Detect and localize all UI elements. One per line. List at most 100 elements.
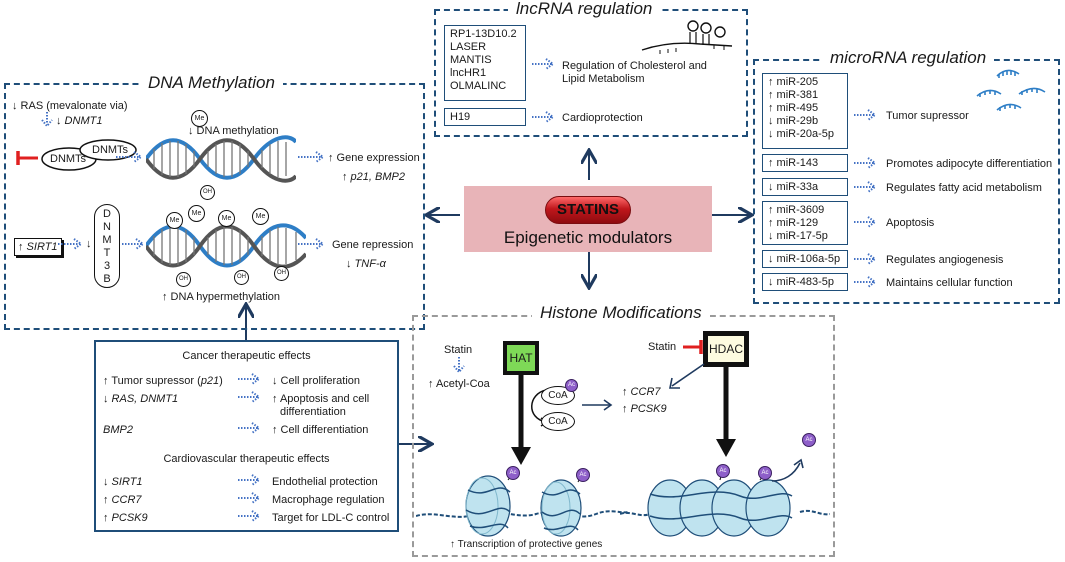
acetyl-group-icon: Ac xyxy=(506,466,520,480)
acetyl-group-icon: Ac xyxy=(716,464,730,478)
dna-methylation-title: DNA Methylation xyxy=(140,73,283,93)
cancer-effect-1: ↓ Cell proliferation xyxy=(272,375,361,387)
dna-helix-icon xyxy=(146,135,296,183)
mir-group-angiogenesis: ↓ miR-106a-5p xyxy=(762,250,848,268)
histone-gene-ccr7: ↑ CCR7 xyxy=(622,386,661,398)
chromatin-compact-icon xyxy=(620,471,830,537)
lncrna-effect-line1: Regulation of Cholesterol and xyxy=(562,60,707,72)
cardio-cause-1: ↓ SIRT1 xyxy=(103,476,143,488)
cardio-title: Cardiovascular therapeutic effects xyxy=(163,453,330,465)
hdac-to-genes-arrow xyxy=(669,363,705,389)
center-subtitle: Epigenetic modulators xyxy=(503,228,673,247)
acetyl-coa-label: ↑ Acetyl-Coa xyxy=(428,378,490,390)
coa-acetylated-icon: CoA xyxy=(541,386,575,405)
mir-effect-apoptosis: Apoptosis xyxy=(886,217,935,229)
hydroxyl-tag-icon: OH xyxy=(176,272,191,287)
cancer-cause-2: ↓ RAS, DNMT1 xyxy=(103,393,179,405)
dna-hypermethylation-label: ↑ DNA hypermethylation xyxy=(162,291,280,303)
transcription-label: ↑ Transcription of protective genes xyxy=(450,539,603,550)
microrna-title: microRNA regulation xyxy=(822,48,995,68)
dnmts-label-b: DNMTs xyxy=(92,144,129,156)
cancer-cause-3: BMP2 xyxy=(103,424,133,436)
dotted-arrow-icon xyxy=(238,492,261,504)
hydroxyl-tag-icon: OH xyxy=(274,266,289,281)
gene-expression-genes: ↑ p21, BMP2 xyxy=(342,171,405,183)
coa-free-icon: CoA xyxy=(541,412,575,431)
mir-group-apoptosis: ↑ miR-3609 ↑ miR-129 ↓ miR-17-5p xyxy=(762,201,848,245)
dotted-arrow-icon xyxy=(238,391,261,403)
acetyl-group-icon: Ac xyxy=(565,379,578,392)
mir-effect-cellular: Maintains cellular function xyxy=(886,277,1013,289)
cancer-effect-3: ↑ Cell differentiation xyxy=(272,424,369,436)
cancer-title: Cancer therapeutic effects xyxy=(182,350,311,362)
mir-group-adipocyte: ↑ miR-143 xyxy=(762,154,848,172)
methyl-tag-icon: Me xyxy=(166,212,183,229)
dotted-arrow-icon xyxy=(453,357,465,374)
statins-pill: STATINS xyxy=(545,196,631,224)
dotted-arrow-icon xyxy=(854,253,877,265)
acetyl-group-icon: Ac xyxy=(576,468,590,482)
mir-group-tumor: ↑ miR-205 ↑ miR-381 ↑ miR-495 ↓ miR-29b … xyxy=(762,73,848,149)
dnmt1-label: ↓ DNMT1 xyxy=(56,115,103,127)
ras-label: ↓ RAS (mevalonate via) xyxy=(12,100,128,112)
methyl-tag-icon: Me xyxy=(191,110,208,127)
mir-group-fatty-acid: ↓ miR-33a xyxy=(762,178,848,196)
cancer-effect-2b: differentiation xyxy=(280,406,346,418)
hat-box: HAT xyxy=(503,341,539,375)
mir-effect-angiogenesis: Regulates angiogenesis xyxy=(886,254,1004,266)
mir-group-cellular: ↓ miR-483-5p xyxy=(762,273,848,291)
dotted-arrow-icon xyxy=(532,111,555,123)
hydroxyl-tag-icon: OH xyxy=(234,270,249,285)
cardio-cause-2: ↑ CCR7 xyxy=(103,494,142,506)
cancer-cause-1: ↑ Tumor supressor (p21) xyxy=(103,375,223,387)
dotted-arrow-icon xyxy=(41,112,53,128)
gene-expression-label: ↑ Gene expression xyxy=(328,152,420,164)
dotted-arrow-icon xyxy=(854,276,877,288)
sirt1-label: ↑ SIRT1 xyxy=(14,238,62,256)
dna-methylation-decrease: ↓ DNA methylation xyxy=(188,125,279,137)
methyl-tag-icon: Me xyxy=(218,210,235,227)
hydroxyl-tag-icon: OH xyxy=(200,185,215,200)
cardio-cause-3: ↑ PCSK9 xyxy=(103,512,148,524)
methyl-tag-icon: Me xyxy=(188,205,205,222)
dotted-arrow-icon xyxy=(238,373,261,385)
dotted-arrow-icon xyxy=(298,238,325,250)
statin-left-label: Statin xyxy=(444,344,473,356)
dotted-arrow-icon xyxy=(238,510,261,522)
lncrna-gene-list: RP1-13D10.2 LASER MANTIS lncHR1 OLMALINC xyxy=(444,25,526,101)
lncrna-effect-line2: Lipid Metabolism xyxy=(562,73,645,85)
dotted-arrow-icon xyxy=(854,181,877,193)
dnmt3b-capsule: D N M T 3 B xyxy=(94,204,120,288)
methyl-tag-icon: Me xyxy=(252,208,269,225)
mir-effect-tumor: Tumor supressor xyxy=(886,110,969,122)
dnmt3b-decrease-arrow: ↓ xyxy=(86,238,92,250)
cardio-effect-3: Target for LDL-C control xyxy=(272,512,390,524)
cancer-effect-2a: ↑ Apoptosis and cell xyxy=(272,393,370,405)
hdac-box: HDAC xyxy=(703,331,749,367)
therapeutic-panel xyxy=(94,340,399,532)
dotted-arrow-icon xyxy=(854,157,877,169)
dotted-arrow-icon xyxy=(854,216,877,228)
dotted-arrow-icon xyxy=(122,238,145,250)
h19-box: H19 xyxy=(444,108,526,126)
statin-right-label: Statin xyxy=(648,341,677,353)
hat-down-arrow xyxy=(511,375,531,465)
dotted-arrow-icon xyxy=(238,474,261,486)
histone-gene-pcsk9: ↑ PCSK9 xyxy=(622,403,667,415)
acetyl-group-icon: Ac xyxy=(758,466,772,480)
cardio-effect-2: Macrophage regulation xyxy=(272,494,385,506)
mir-effect-fatty-acid: Regulates fatty acid metabolism xyxy=(886,182,1042,194)
lncrna-title: lncRNA regulation xyxy=(508,0,661,19)
lncrna-hairpin-icon xyxy=(641,20,733,54)
dotted-arrow-icon xyxy=(854,109,877,121)
t-bar-inhibition-icon xyxy=(16,151,38,165)
acetyl-removal-arrow xyxy=(771,458,804,482)
t-bar-inhibition-icon xyxy=(683,340,703,354)
gene-repression-genes: ↓ TNF-α xyxy=(346,258,386,270)
microrna-molecule-icon xyxy=(976,69,1046,111)
gene-repression-label: Gene repression xyxy=(332,239,414,251)
mir-effect-adipocyte: Promotes adipocyte differentiation xyxy=(886,158,1053,170)
cardio-effect-1: Endothelial protection xyxy=(272,476,378,488)
dnmts-label-a: DNMTs xyxy=(50,153,87,165)
